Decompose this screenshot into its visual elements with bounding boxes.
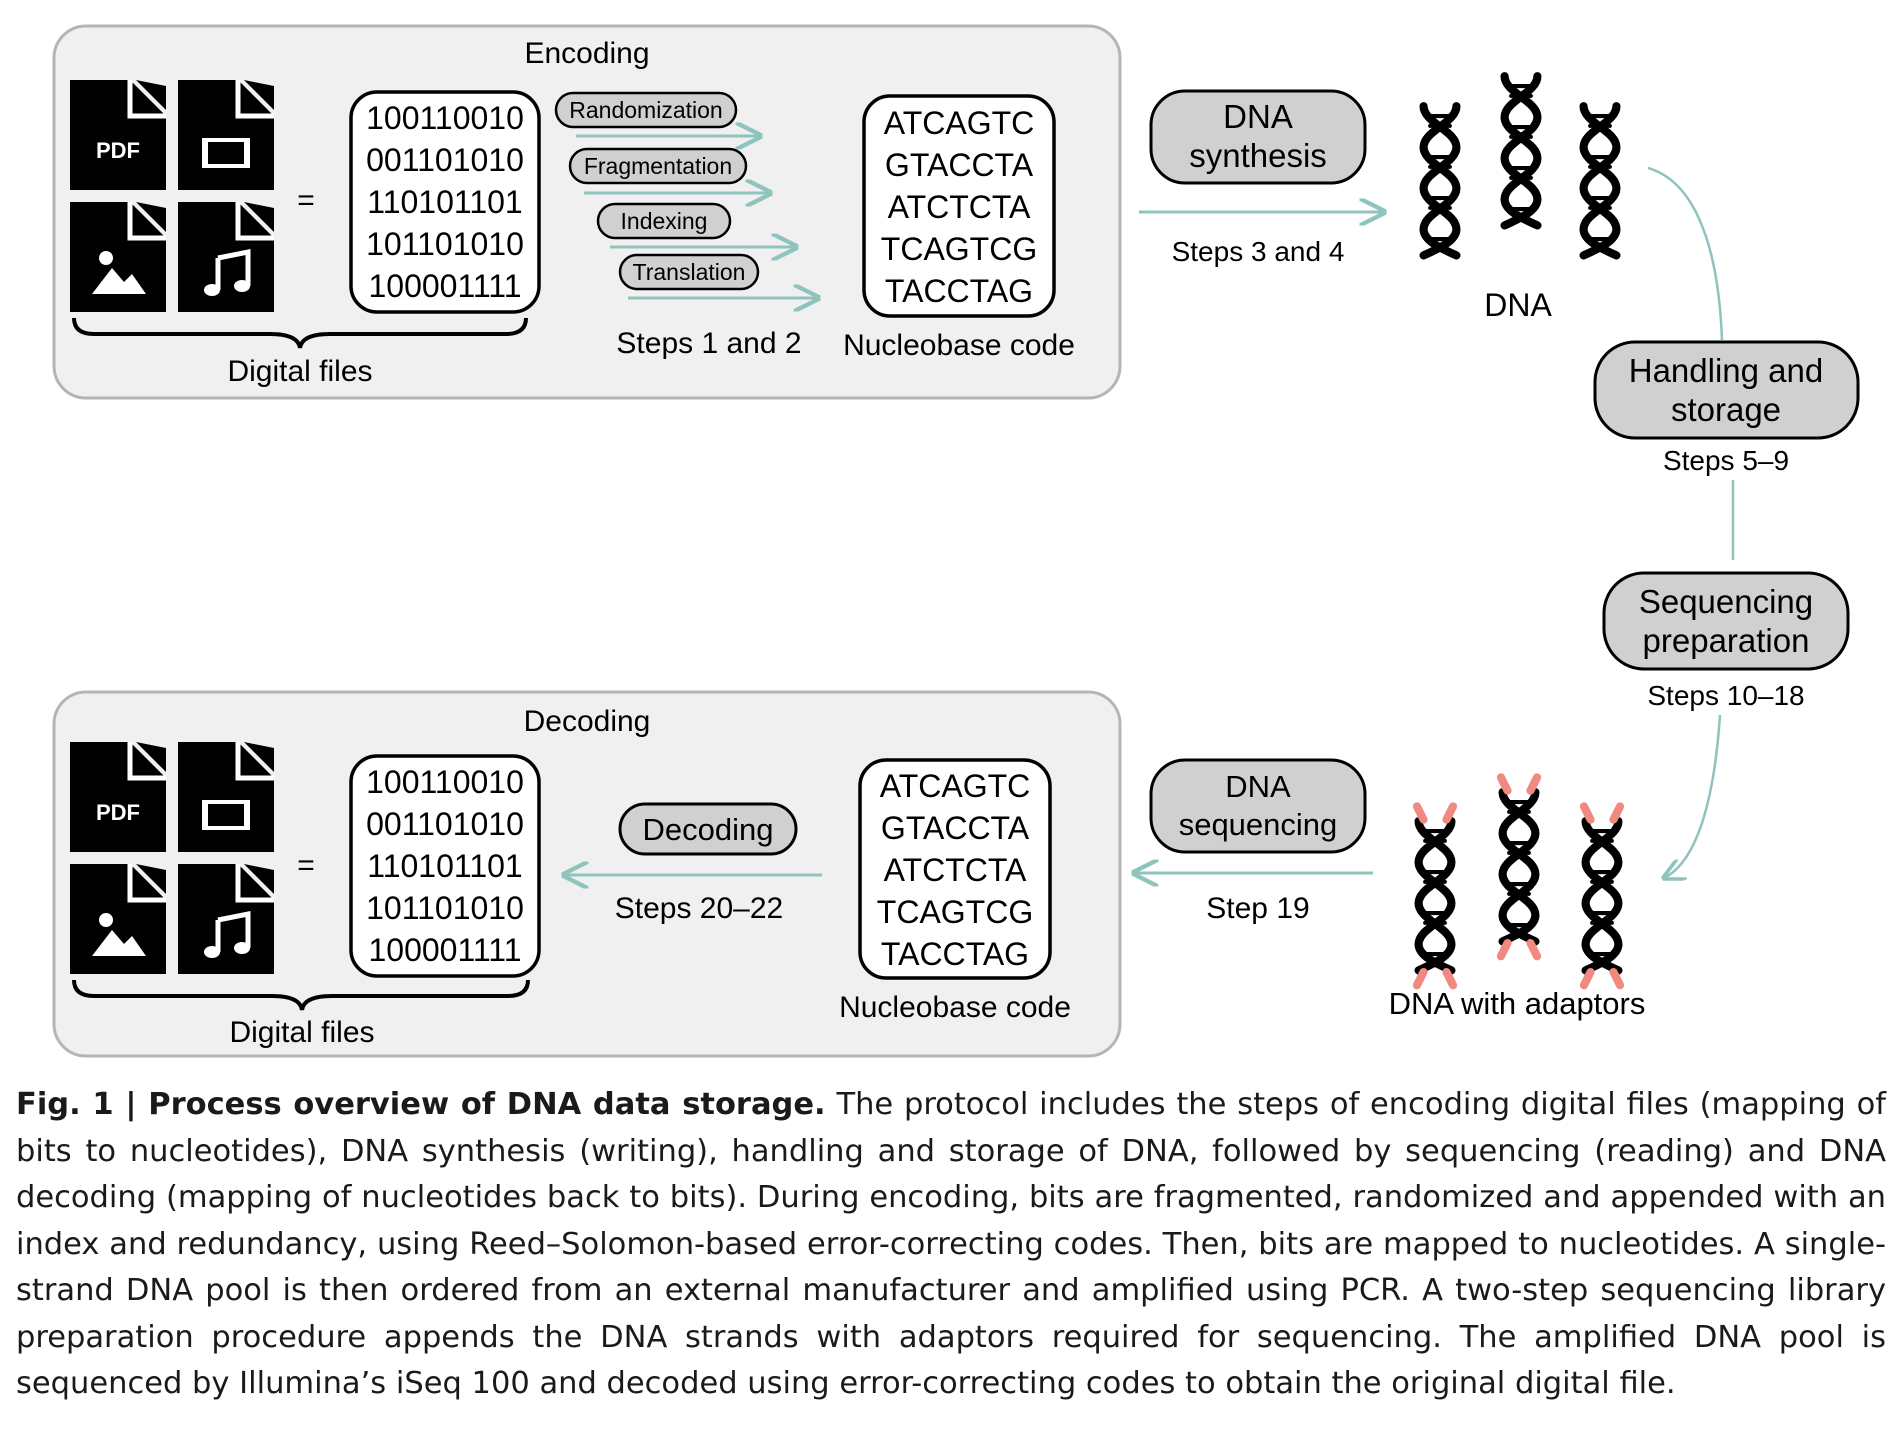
svg-text:Fragmentation: Fragmentation	[584, 153, 732, 179]
operation-translation: Translation	[618, 253, 818, 298]
bits-row: 110101101	[367, 184, 522, 220]
dna-helix-adaptor-icon	[1501, 777, 1537, 956]
dna-helix-adaptor-icon	[1417, 806, 1453, 985]
bits-row: 001101010	[366, 806, 524, 842]
video-file-icon	[178, 80, 274, 190]
music-file-icon	[178, 864, 274, 974]
pdf-file-icon: PDF	[70, 80, 166, 190]
figure-caption: Fig. 1 | Process overview of DNA data st…	[16, 1082, 1886, 1408]
bits-row: 100110010	[366, 100, 524, 136]
dna-helix-icon	[1584, 106, 1617, 255]
nucleobase-row: ATCTCTA	[888, 189, 1031, 225]
dna-helix-group	[1424, 76, 1617, 255]
dna-adaptors-label: DNA with adaptors	[1389, 986, 1646, 1021]
image-file-icon	[70, 202, 166, 312]
bits-list: 100110010 001101010 110101101 101101010 …	[366, 100, 524, 304]
nucleobase-list: ATCAGTC GTACCTA ATCTCTA TCAGTCG TACCTAG	[877, 768, 1033, 972]
bits-row: 001101010	[366, 142, 524, 178]
svg-text:Randomization: Randomization	[569, 97, 722, 123]
sequencing-preparation-step: Sequencing preparation Steps 10–18	[1602, 571, 1850, 711]
nucleobase-label: Nucleobase code	[843, 329, 1075, 362]
dna-helix-icon	[1424, 106, 1457, 255]
bits-row: 110101101	[367, 848, 522, 884]
sequencing-steps-label: Step 19	[1206, 892, 1309, 925]
digital-files-label: Digital files	[227, 355, 372, 388]
caption-body: The protocol includes the steps of encod…	[16, 1087, 1886, 1401]
video-file-icon	[178, 742, 274, 852]
operation-indexing: Indexing	[596, 202, 796, 247]
dna-helix-icon	[1505, 76, 1538, 225]
nucleobase-row: ATCAGTC	[880, 768, 1031, 804]
seq-prep-steps-label: Steps 10–18	[1647, 680, 1804, 711]
svg-text:Translation: Translation	[633, 259, 746, 285]
handling-steps-label: Steps 5–9	[1663, 445, 1789, 476]
digital-files-label: Digital files	[229, 1016, 374, 1049]
nucleobase-row: ATCAGTC	[884, 105, 1035, 141]
handling-storage-step: Handling and storage Steps 5–9	[1593, 340, 1860, 476]
pdf-file-icon: PDF	[70, 742, 166, 852]
dna-storage-diagram: Encoding PDF Digital files =	[52, 24, 1860, 1058]
svg-text:Indexing: Indexing	[621, 208, 708, 234]
nucleobase-row: TACCTAG	[885, 273, 1033, 309]
nucleobase-row: TCAGTCG	[881, 231, 1037, 267]
dna-label: DNA	[1484, 287, 1552, 323]
synthesis-steps-label: Steps 3 and 4	[1172, 236, 1345, 267]
bits-row: 101101010	[366, 890, 524, 926]
equals-sign: =	[297, 184, 315, 217]
encoding-steps-label: Steps 1 and 2	[616, 327, 801, 360]
nucleobase-row: GTACCTA	[885, 147, 1034, 183]
bits-row: 100001111	[368, 932, 521, 968]
operation-randomization: Randomization	[554, 91, 760, 136]
encoding-title: Encoding	[524, 37, 649, 70]
decoding-panel: Decoding PDF Digital files = 10	[52, 690, 1122, 1058]
operation-decoding: Decoding	[564, 802, 822, 875]
equals-sign: =	[297, 849, 315, 882]
svg-text:sequencing: sequencing	[1179, 807, 1338, 842]
nucleobase-label: Nucleobase code	[839, 991, 1071, 1024]
operation-fragmentation: Fragmentation	[568, 147, 770, 193]
svg-text:Sequencing: Sequencing	[1639, 583, 1813, 620]
svg-text:storage: storage	[1671, 391, 1781, 428]
storage-flow-connector	[1647, 166, 1735, 878]
nucleobase-row: TCAGTCG	[877, 894, 1033, 930]
svg-text:DNA: DNA	[1223, 98, 1293, 135]
svg-text:DNA: DNA	[1225, 769, 1291, 804]
svg-text:PDF: PDF	[96, 800, 140, 825]
svg-text:synthesis: synthesis	[1189, 137, 1327, 174]
bits-box	[349, 90, 541, 314]
decoding-steps-label: Steps 20–22	[615, 892, 783, 925]
encoding-panel: Encoding PDF Digital files =	[52, 24, 1122, 400]
svg-text:preparation: preparation	[1643, 622, 1810, 659]
dna-sequencing-step: DNA sequencing Step 19	[1134, 758, 1373, 925]
caption-prefix: Fig. 1 | Process overview of DNA data st…	[16, 1087, 826, 1122]
decoding-title: Decoding	[524, 705, 651, 738]
dna-synthesis-step: DNA synthesis Steps 3 and 4	[1139, 89, 1384, 267]
svg-text:Decoding: Decoding	[643, 812, 774, 847]
svg-text:PDF: PDF	[96, 138, 140, 163]
bits-row: 101101010	[366, 226, 524, 262]
svg-text:Handling and: Handling and	[1629, 352, 1824, 389]
digital-files-brace	[72, 979, 530, 1011]
dna-adaptors-group	[1417, 777, 1620, 985]
nucleobase-list: ATCAGTC GTACCTA ATCTCTA TCAGTCG TACCTAG	[881, 105, 1037, 309]
bits-row: 100001111	[368, 268, 521, 304]
nucleobase-row: ATCTCTA	[884, 852, 1027, 888]
bits-row: 100110010	[366, 764, 524, 800]
nucleobase-row: GTACCTA	[881, 810, 1030, 846]
nucleobase-box	[858, 758, 1052, 980]
bits-list: 100110010 001101010 110101101 101101010 …	[366, 764, 524, 968]
music-file-icon	[178, 202, 274, 312]
image-file-icon	[70, 864, 166, 974]
nucleobase-box	[862, 94, 1056, 318]
digital-files-brace	[72, 317, 528, 349]
nucleobase-row: TACCTAG	[881, 936, 1029, 972]
dna-helix-adaptor-icon	[1584, 806, 1620, 985]
bits-box	[349, 754, 541, 978]
